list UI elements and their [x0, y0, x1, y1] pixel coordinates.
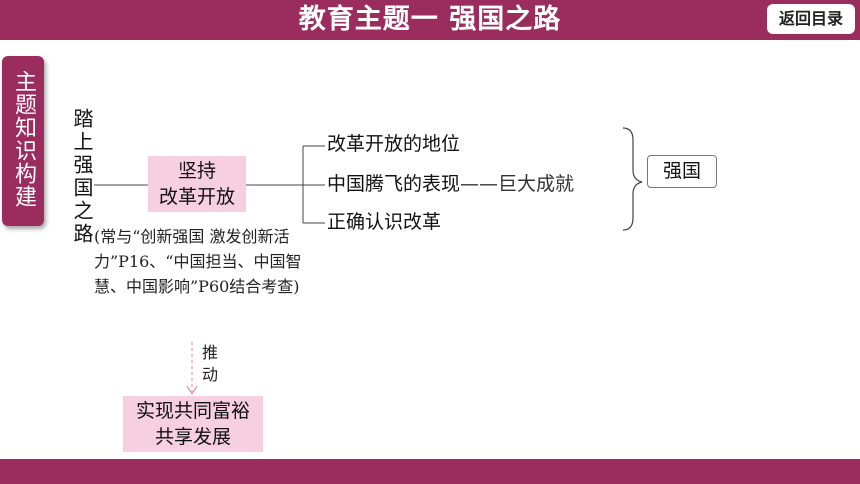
bottom-node-line-2: 共享发展 [154, 426, 231, 448]
branch-understanding: 正确认识改革 [327, 211, 442, 233]
curly-brace [622, 127, 643, 231]
bottom-node-line-1: 实现共同富裕 [135, 400, 250, 422]
sidebar-tab-label: 主题知识构建 [11, 70, 36, 208]
sidebar-tab[interactable]: 主题知识构建 [2, 56, 44, 226]
push-arrow-head [186, 385, 198, 395]
exam-note: (常与“创新强国 激发创新活力”P16、“中国担当、中国智慧、中国影响”P60结… [94, 227, 302, 296]
bottom-node: 实现共同富裕 共享发展 [123, 396, 263, 452]
footer-bar [0, 459, 860, 484]
center-node-line-2: 改革开放 [158, 186, 235, 208]
center-node-line-1: 坚持 [177, 160, 216, 182]
header-bar [0, 0, 860, 40]
page-title: 教育主题一 强国之路 [298, 4, 562, 35]
push-label: 推动 [199, 344, 218, 388]
branch-performance-label: 中国腾飞的表现 [327, 173, 461, 195]
back-to-contents-button[interactable]: 返回目录 [767, 4, 855, 34]
branch-position: 改革开放的地位 [327, 133, 461, 155]
mindmap-root: 踏上强国之路 [70, 108, 94, 246]
center-node: 坚持 改革开放 [148, 156, 246, 212]
branch-performance-sub: ——巨大成就 [460, 173, 575, 195]
branch-performance: 中国腾飞的表现——巨大成就 [327, 172, 574, 196]
result-node: 强国 [647, 155, 717, 188]
